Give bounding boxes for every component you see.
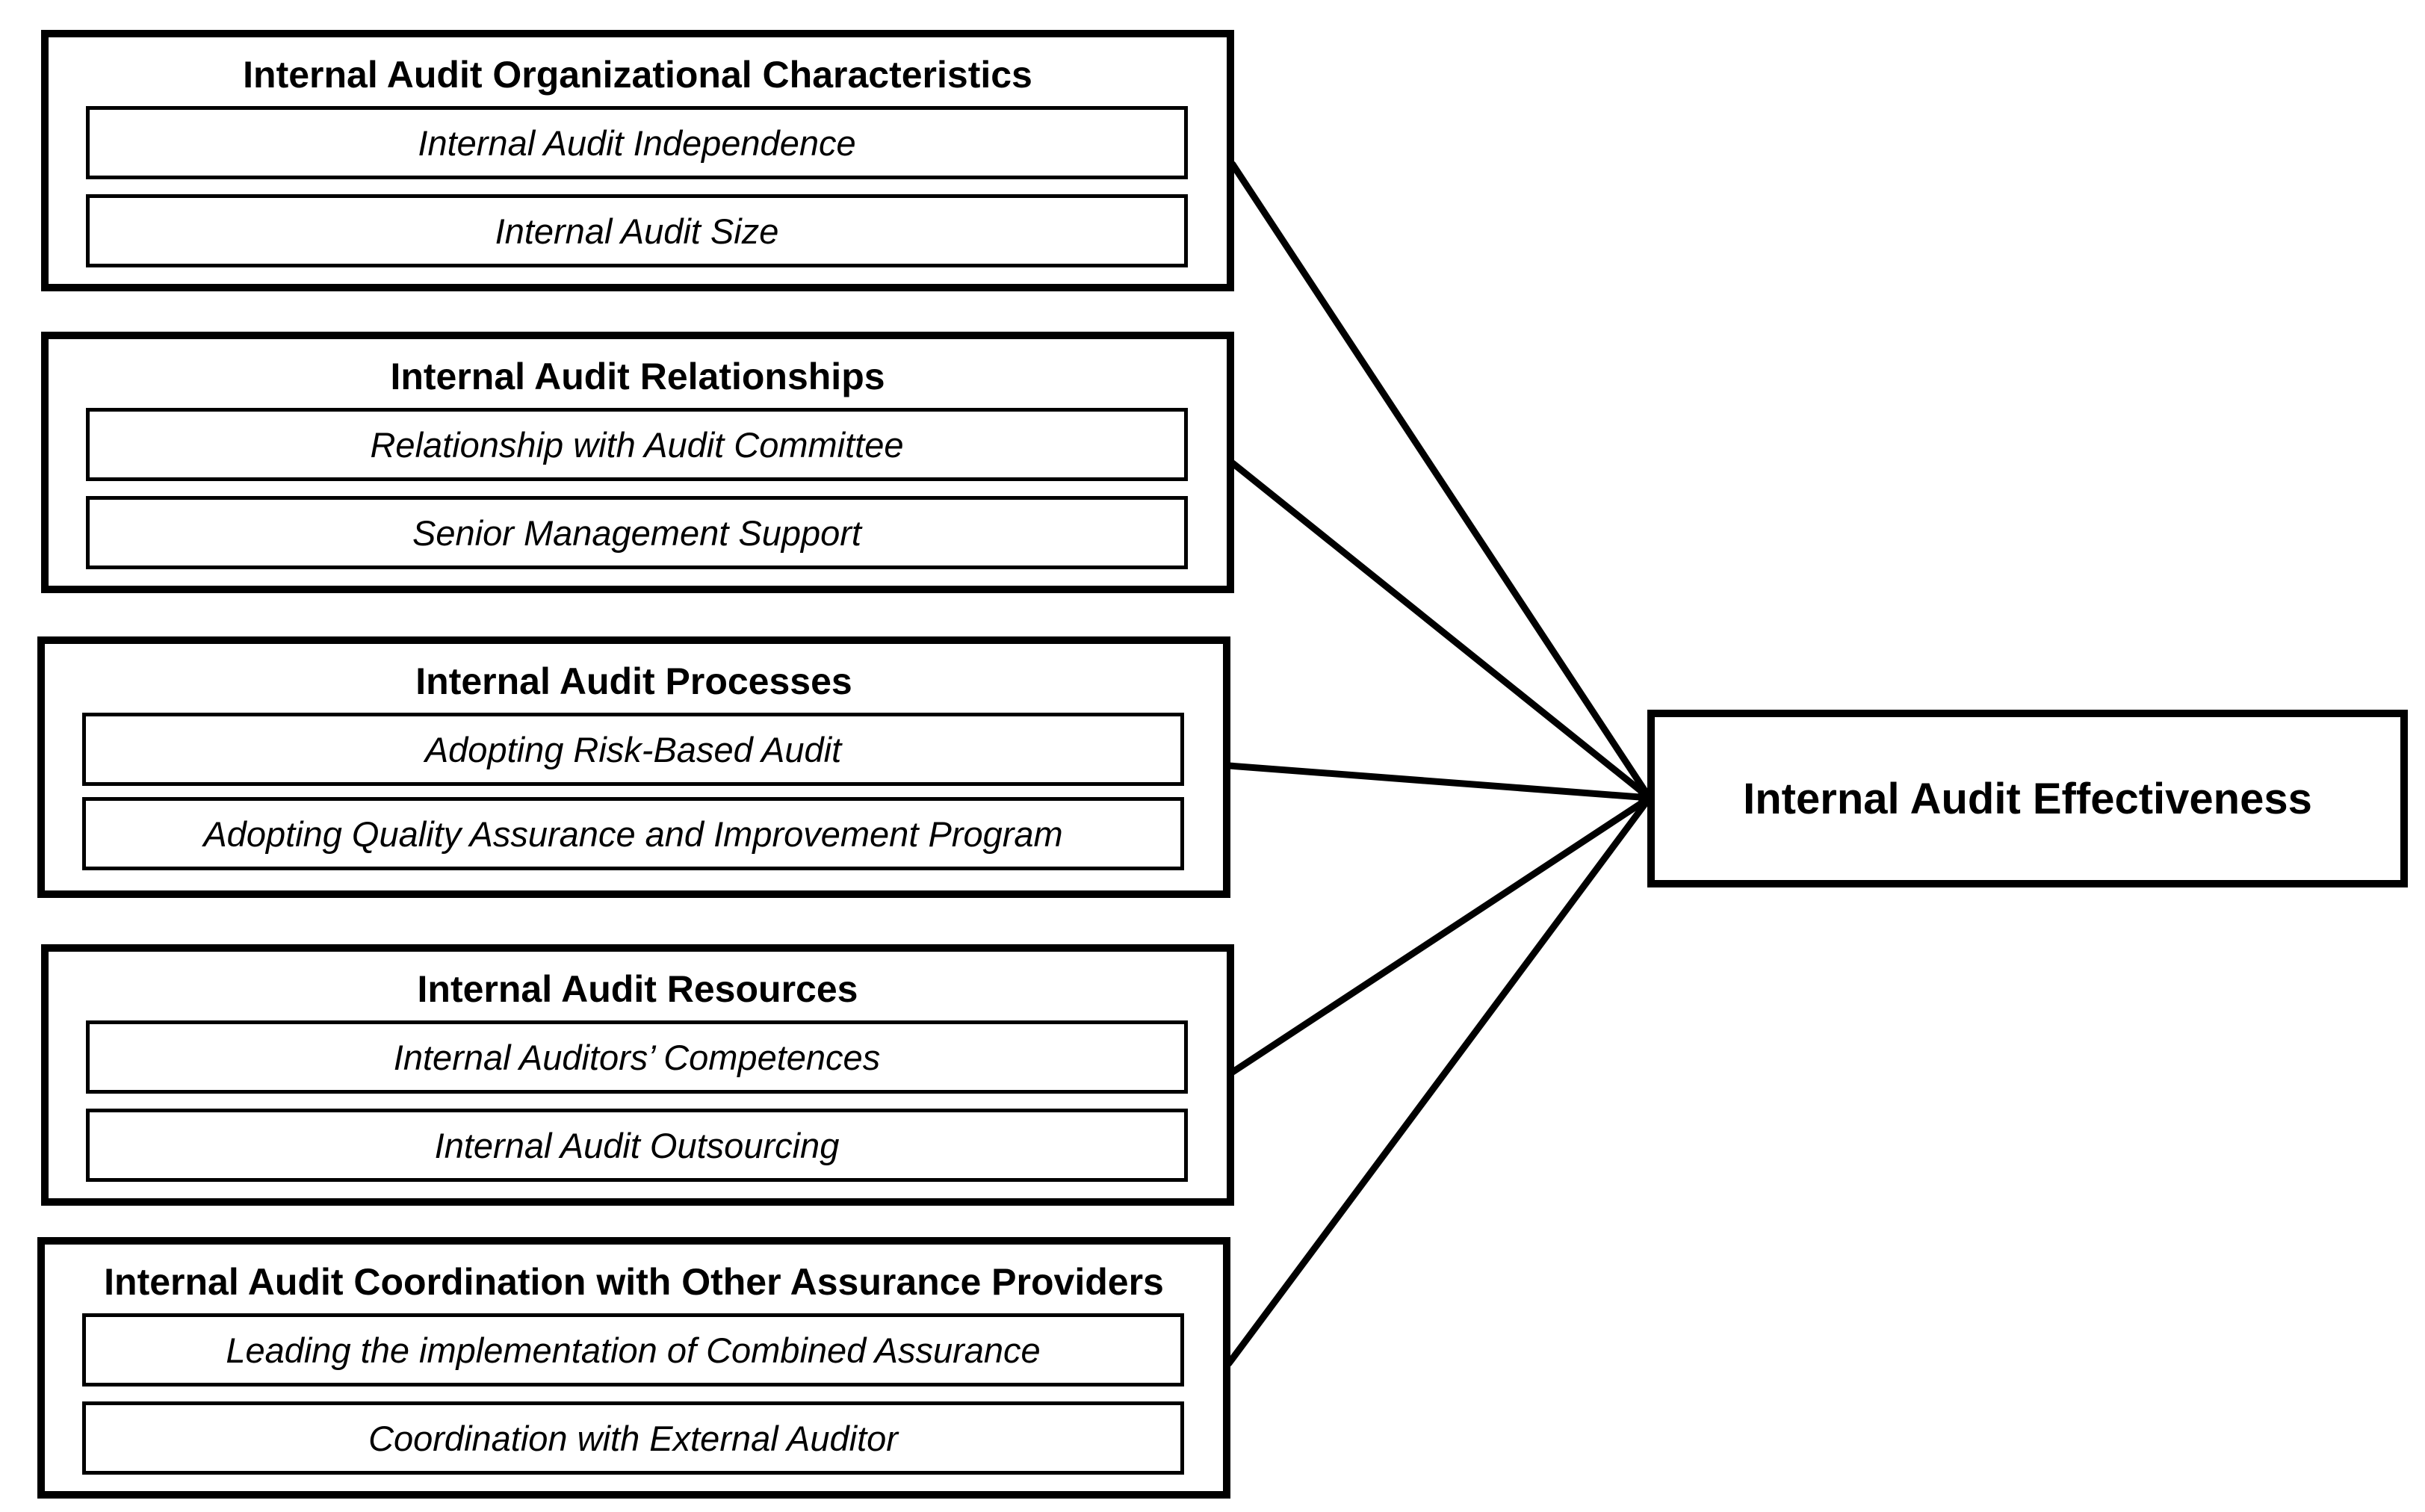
connector-relationships-to-effectiveness: [1229, 459, 1653, 802]
group-title: Internal Audit Resources: [417, 968, 858, 1010]
group-title: Internal Audit Processes: [415, 660, 852, 702]
factor-box-outsourcing: Internal Audit Outsourcing: [86, 1109, 1188, 1182]
factor-box-combined-assurance: Leading the implementation of Combined A…: [82, 1313, 1184, 1386]
factor-box-risk-based-audit: Adopting Risk-Based Audit: [82, 713, 1184, 786]
group-title: Internal Audit Organizational Characteri…: [243, 54, 1032, 96]
factor-box-external-auditor: Coordination with External Auditor: [82, 1401, 1184, 1475]
group-coordination: Internal Audit Coordination with Other A…: [37, 1237, 1230, 1499]
group-organizational-characteristics: Internal Audit Organizational Characteri…: [41, 30, 1234, 291]
arrowhead-icon: [1636, 783, 1657, 813]
factor-box-size: Internal Audit Size: [86, 194, 1188, 267]
connector-organizational-to-effectiveness: [1229, 161, 1653, 802]
connector-coordination-to-effectiveness: [1225, 794, 1653, 1367]
group-relationships: Internal Audit Relationships Relationshi…: [41, 332, 1234, 593]
factor-box-quality-assurance: Adopting Quality Assurance and Improveme…: [82, 797, 1184, 870]
outcome-box-effectiveness: Internal Audit Effectiveness: [1647, 710, 2408, 887]
group-title: Internal Audit Relationships: [390, 356, 885, 397]
factor-box-independence: Internal Audit Independence: [86, 106, 1188, 179]
factor-box-competences: Internal Auditors’ Competences: [86, 1020, 1188, 1094]
factor-box-senior-management: Senior Management Support: [86, 496, 1188, 569]
group-resources: Internal Audit Resources Internal Audito…: [41, 944, 1234, 1206]
group-processes: Internal Audit Processes Adopting Risk-B…: [37, 636, 1230, 898]
connector-processes-to-effectiveness: [1225, 762, 1653, 802]
connector-resources-to-effectiveness: [1229, 794, 1653, 1076]
group-title: Internal Audit Coordination with Other A…: [104, 1261, 1164, 1303]
factor-box-audit-committee: Relationship with Audit Committee: [86, 408, 1188, 481]
